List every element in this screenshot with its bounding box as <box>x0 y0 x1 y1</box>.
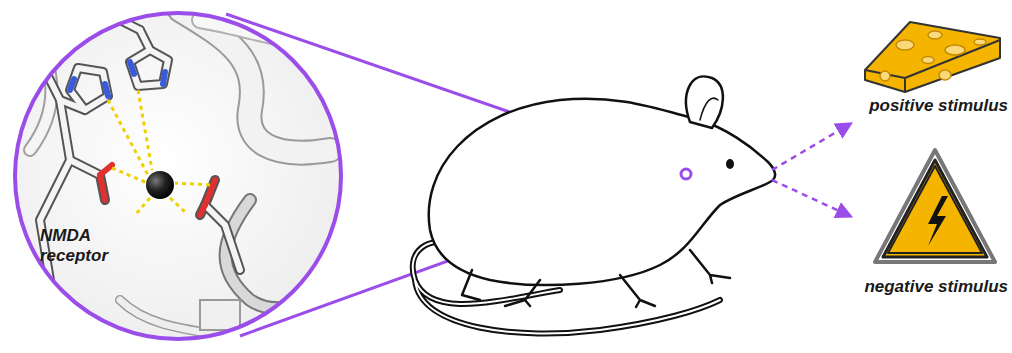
mouse <box>413 76 775 333</box>
warning-sign <box>875 150 995 262</box>
mouse-eye <box>726 159 734 169</box>
stimulus-arrow <box>772 124 850 170</box>
text-label: positive stimulus <box>858 96 1008 116</box>
text-label: NMDA receptor <box>40 226 140 266</box>
text-label: negative stimulus <box>836 277 1008 297</box>
zoom-circle <box>15 13 341 339</box>
cheese-icon <box>865 22 1000 92</box>
stimulus-arrow <box>772 180 850 216</box>
protein-structure <box>0 0 360 353</box>
focus-point <box>681 169 691 179</box>
metal-ion <box>146 171 174 199</box>
